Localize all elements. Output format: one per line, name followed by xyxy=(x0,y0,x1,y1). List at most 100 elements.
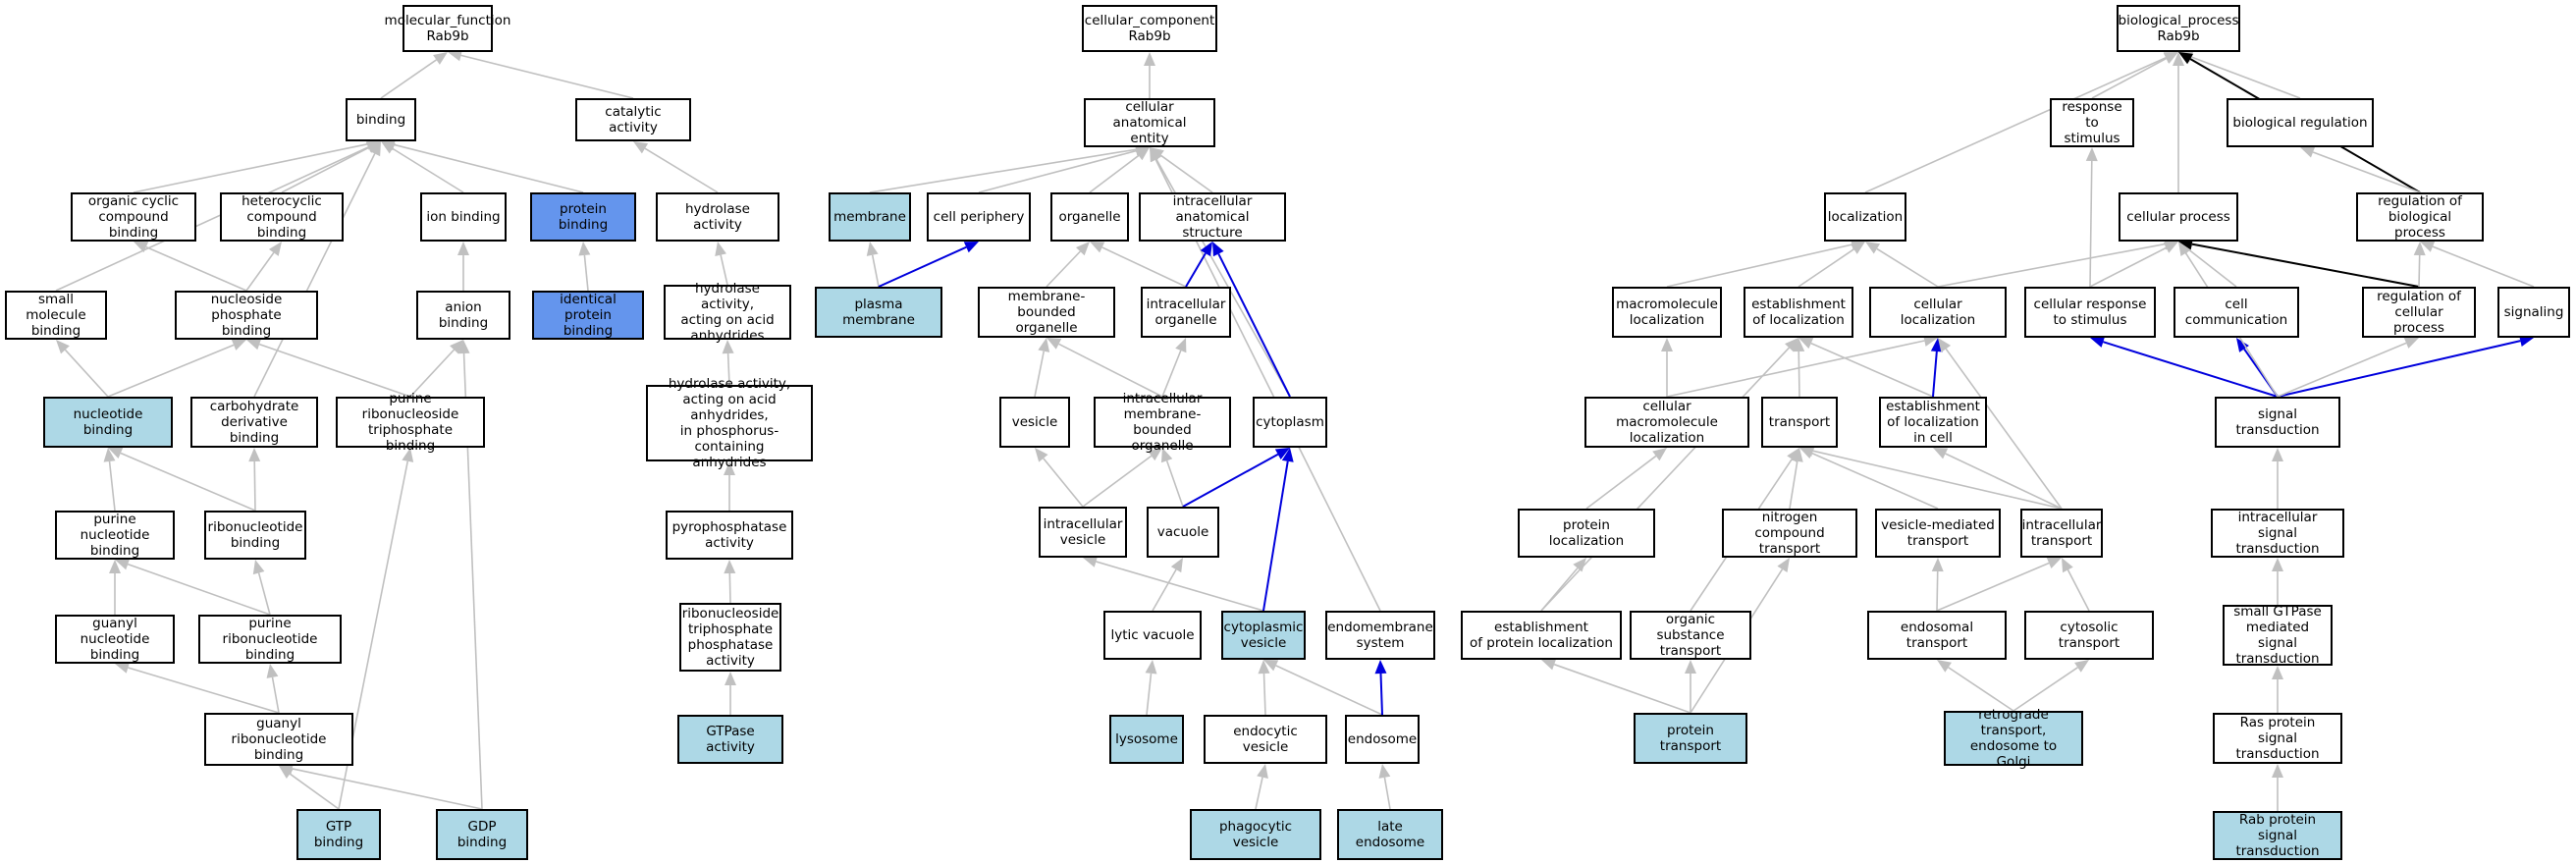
node-protein-localization[interactable]: protein localization xyxy=(1518,509,1655,558)
node-intracellular-membrane-bounded-organelle[interactable]: intracellular membrane-bounded organelle xyxy=(1094,391,1231,454)
node-late-endosome[interactable]: late endosome xyxy=(1337,809,1443,860)
node-regulation-of-biological-process[interactable]: regulation of biological process xyxy=(2356,192,2484,242)
node-pyrophosphatase-activity[interactable]: pyrophosphatase activity xyxy=(666,511,793,560)
node-ribonucleoside-triphosphate-phosphatase-activity[interactable]: ribonucleoside triphosphate phosphatase … xyxy=(679,603,781,672)
node-establishment-of-localization-in-cell[interactable]: establishment of localization in cell xyxy=(1879,397,1987,448)
node-carbohydrate-derivative-binding[interactable]: carbohydrate derivative binding xyxy=(190,397,318,448)
node-endocytic-vesicle[interactable]: endocytic vesicle xyxy=(1204,715,1327,764)
edge-arrowhead xyxy=(1075,242,1090,256)
node-intracellular-anatomical-structure[interactable]: intracellular anatomical structure xyxy=(1139,192,1286,242)
edge-guanyl_ribo-to-guanyl_nuc xyxy=(128,667,280,714)
edge-gdp-to-guanyl_ribo xyxy=(292,768,483,810)
node-membrane[interactable]: membrane xyxy=(829,192,911,242)
node-cytoplasmic-vesicle[interactable]: cytoplasmic vesicle xyxy=(1221,611,1306,660)
node-membrane-bounded-organelle[interactable]: membrane-bounded organelle xyxy=(978,287,1115,338)
node-molecular-function-root[interactable]: molecular_function Rab9b xyxy=(385,5,510,52)
node-plasma-membrane[interactable]: plasma membrane xyxy=(815,287,942,338)
node-endosomal-transport[interactable]: endosomal transport xyxy=(1867,611,2007,660)
node-hydrolase-acid-anhydrides[interactable]: hydrolase activity, acting on acid anhyd… xyxy=(664,281,791,344)
node-cellular-macromolecule-localization[interactable]: cellular macromolecule localization xyxy=(1584,397,1749,448)
node-lysosome[interactable]: lysosome xyxy=(1109,715,1184,764)
node-organic-cyclic-compound-binding[interactable]: organic cyclic compound binding xyxy=(71,192,196,242)
node-purine-ribonucleoside-triphosphate-binding[interactable]: purine ribonucleoside triphosphate bindi… xyxy=(336,391,485,454)
node-biological-regulation[interactable]: biological regulation xyxy=(2227,98,2374,147)
node-establishment-of-protein-localization[interactable]: establishment of protein localization xyxy=(1461,611,1622,660)
edge-signaling-to-reg_bio xyxy=(2432,245,2535,288)
edge-arrowhead xyxy=(2046,557,2062,568)
node-protein-transport[interactable]: protein transport xyxy=(1634,713,1747,764)
edge-reg_bio-to-bio_reg xyxy=(2312,151,2421,193)
node-catalytic-activity[interactable]: catalytic activity xyxy=(575,98,691,141)
node-cytosolic-transport[interactable]: cytosolic transport xyxy=(2024,611,2154,660)
node-guanyl-ribonucleotide-binding[interactable]: guanyl ribonucleotide binding xyxy=(204,713,353,766)
node-purine-nucleotide-binding[interactable]: purine nucleotide binding xyxy=(55,511,175,560)
node-anion-binding[interactable]: anion binding xyxy=(416,291,510,340)
node-hydrolase-activity[interactable]: hydrolase activity xyxy=(656,192,779,242)
node-intracellular-signal-transduction[interactable]: intracellular signal transduction xyxy=(2211,509,2344,558)
node-guanyl-nucleotide-binding[interactable]: guanyl nucleotide binding xyxy=(55,615,175,664)
node-localization[interactable]: localization xyxy=(1824,192,1906,242)
node-retrograde-transport-endosome-to-golgi[interactable]: retrograde transport, endosome to Golgi xyxy=(1944,707,2083,770)
node-transport[interactable]: transport xyxy=(1761,397,1838,448)
node-intracellular-transport[interactable]: intracellular transport xyxy=(2020,509,2103,558)
node-endosome[interactable]: endosome xyxy=(1345,715,1420,764)
edge-arrowhead xyxy=(1160,448,1173,463)
node-gdp-binding[interactable]: GDP binding xyxy=(436,809,528,860)
node-binding[interactable]: binding xyxy=(346,98,416,141)
node-vesicle-mediated-transport[interactable]: vesicle-mediated transport xyxy=(1875,509,2001,558)
node-nucleoside-phosphate-binding[interactable]: nucleoside phosphate binding xyxy=(175,291,318,340)
node-ras-protein-signal-transduction[interactable]: Ras protein signal transduction xyxy=(2213,713,2342,764)
node-macromolecule-localization[interactable]: macromolecule localization xyxy=(1612,287,1722,338)
edge-arrowhead xyxy=(1175,338,1187,353)
node-cellular-response-to-stimulus[interactable]: cellular response to stimulus xyxy=(2024,287,2156,338)
edge-arrowhead xyxy=(2519,335,2534,347)
node-intracellular-vesicle[interactable]: intracellular vesicle xyxy=(1039,507,1127,558)
node-cellular-component-root[interactable]: cellular_component Rab9b xyxy=(1082,5,1217,52)
node-identical-protein-binding[interactable]: identical protein binding xyxy=(532,291,644,340)
node-rab-protein-signal-transduction[interactable]: Rab protein signal transduction xyxy=(2213,811,2342,860)
node-hydrolase-phosphorus-anhydrides[interactable]: hydrolase activity, acting on acid anhyd… xyxy=(646,376,813,470)
node-vacuole[interactable]: vacuole xyxy=(1147,507,1219,558)
node-gtpase-activity[interactable]: GTPase activity xyxy=(677,715,783,764)
node-lytic-vacuole[interactable]: lytic vacuole xyxy=(1103,611,1202,660)
node-small-gtpase-mediated-signal-transduction[interactable]: small GTPase mediated signal transductio… xyxy=(2223,604,2333,667)
node-establishment-of-localization[interactable]: establishment of localization xyxy=(1744,287,1853,338)
edge-estab_prot-to-estab_loc xyxy=(1540,347,1790,612)
edge-intra_trans-to-cell_loc xyxy=(1945,348,2063,510)
node-cell-periphery[interactable]: cell periphery xyxy=(927,192,1031,242)
node-nucleotide-binding[interactable]: nucleotide binding xyxy=(43,397,173,448)
edge-plasma_mem-to-cell_periph xyxy=(878,245,967,288)
node-organic-substance-transport[interactable]: organic substance transport xyxy=(1630,611,1751,660)
node-ribonucleotide-binding[interactable]: ribonucleotide binding xyxy=(204,511,306,560)
node-nitrogen-compound-transport[interactable]: nitrogen compound transport xyxy=(1722,509,1857,558)
node-ion-binding[interactable]: ion binding xyxy=(420,192,507,242)
node-vesicle[interactable]: vesicle xyxy=(999,397,1070,448)
edge-lysosome-to-lytic_vac xyxy=(1146,673,1153,716)
node-phagocytic-vesicle[interactable]: phagocytic vesicle xyxy=(1190,809,1321,860)
node-small-molecule-binding[interactable]: small molecule binding xyxy=(5,291,107,340)
edge-hydro_acid-to-hydrolase xyxy=(720,254,728,286)
node-cellular-process[interactable]: cellular process xyxy=(2119,192,2238,242)
edge-endosomal-to-intra_trans xyxy=(1936,562,2050,612)
node-signal-transduction[interactable]: signal transduction xyxy=(2215,397,2340,448)
node-response-to-stimulus[interactable]: response to stimulus xyxy=(2050,98,2134,147)
node-cellular-anatomical-entity[interactable]: cellular anatomical entity xyxy=(1084,98,1215,147)
edge-membrane-to-cell_anat xyxy=(869,148,1137,193)
edge-arrowhead xyxy=(1212,242,1224,257)
node-heterocyclic-compound-binding[interactable]: heterocyclic compound binding xyxy=(220,192,344,242)
node-regulation-of-cellular-process[interactable]: regulation of cellular process xyxy=(2362,287,2476,338)
edge-nucleotide-to-small_mol xyxy=(64,349,109,398)
node-protein-binding[interactable]: protein binding xyxy=(530,192,636,242)
node-organelle[interactable]: organelle xyxy=(1050,192,1129,242)
node-intracellular-organelle[interactable]: intracellular organelle xyxy=(1141,287,1231,338)
node-biological-process-root[interactable]: biological_process Rab9b xyxy=(2117,5,2240,52)
node-endomembrane-system[interactable]: endomembrane system xyxy=(1325,611,1435,660)
edge-arrowhead xyxy=(457,242,469,255)
node-cytoplasm[interactable]: cytoplasm xyxy=(1253,397,1327,448)
node-cell-communication[interactable]: cell communication xyxy=(2174,287,2299,338)
node-cellular-localization[interactable]: cellular localization xyxy=(1869,287,2007,338)
node-purine-ribonucleotide-binding[interactable]: purine ribonucleotide binding xyxy=(198,615,342,664)
edge-arrowhead xyxy=(1541,659,1557,671)
node-signaling[interactable]: signaling xyxy=(2497,287,2570,338)
node-gtp-binding[interactable]: GTP binding xyxy=(296,809,381,860)
